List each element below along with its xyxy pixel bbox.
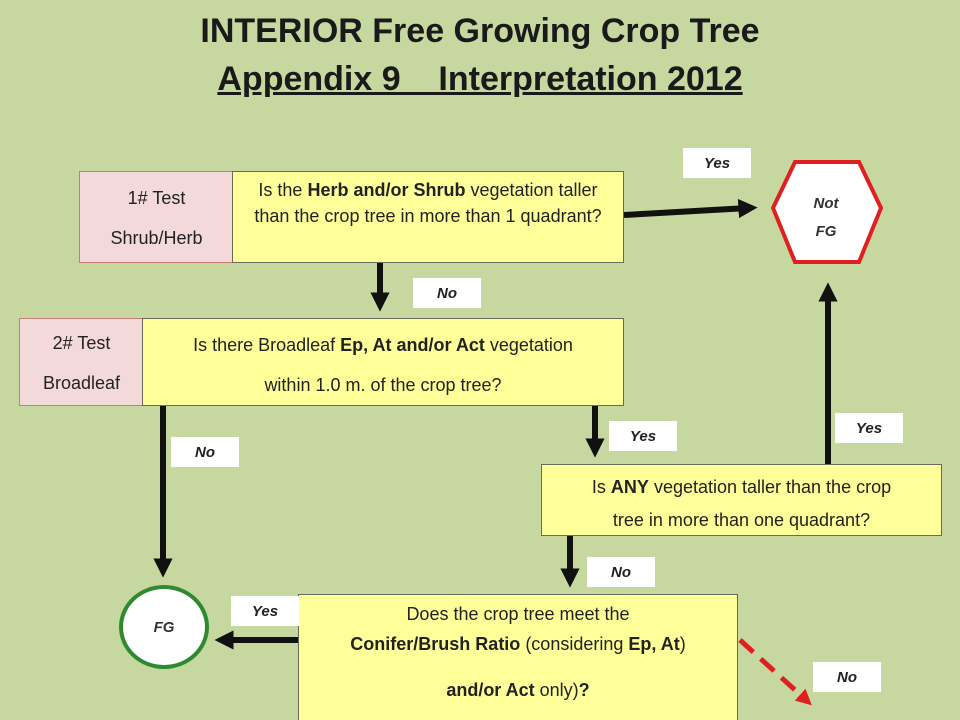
arrow-ratio-no bbox=[738, 638, 812, 706]
test1-question: Is the Herb and/or Shrub vegetation tall… bbox=[232, 171, 624, 263]
ratio-bold2: Ep, At bbox=[628, 634, 680, 654]
any-veg-post: vegetation taller than the crop bbox=[648, 477, 892, 497]
ratio-line1: Does the crop tree meet the bbox=[406, 604, 630, 624]
ratio-mid: (considering bbox=[520, 634, 629, 654]
any-veg-question: Is ANY vegetation taller than the crop t… bbox=[541, 464, 942, 536]
test1-question-pre: Is the bbox=[258, 180, 308, 200]
test2-question-mid: vegetation bbox=[484, 335, 573, 355]
label-yes-any: Yes bbox=[835, 413, 903, 443]
test2-question-bold: Ep, At and/or Act bbox=[340, 335, 485, 355]
label-yes-test2: Yes bbox=[609, 421, 677, 451]
ratio-close-paren: ) bbox=[679, 634, 686, 654]
not-fg-line1: Not bbox=[813, 195, 839, 212]
label-no-test2: No bbox=[171, 437, 239, 467]
arrow-test1-yes bbox=[623, 198, 758, 219]
label-no-ratio: No bbox=[813, 662, 881, 692]
ratio-question: Does the crop tree meet the Conifer/Brus… bbox=[298, 594, 738, 720]
fg-label: FG bbox=[153, 618, 175, 636]
ratio-post: only) bbox=[534, 680, 579, 700]
ratio-bold3: and/or Act bbox=[446, 680, 535, 700]
test1-tag-name: Shrub/Herb bbox=[110, 228, 203, 248]
ratio-end: ? bbox=[578, 680, 590, 700]
test1-tag-number: 1# Test bbox=[127, 188, 186, 208]
any-veg-bold: ANY bbox=[610, 477, 649, 497]
test1-question-post: vegetation taller than the crop tree in … bbox=[254, 180, 602, 226]
not-fg-octagon bbox=[770, 160, 884, 264]
test2-question: Is there Broadleaf Ep, At and/or Act veg… bbox=[142, 318, 624, 406]
not-fg-line2: FG bbox=[815, 223, 837, 240]
label-yes-top: Yes bbox=[683, 148, 751, 178]
any-veg-line2: tree in more than one quadrant? bbox=[612, 510, 871, 530]
label-yes-ratio: Yes bbox=[231, 596, 299, 626]
fg-circle: FG bbox=[119, 585, 209, 669]
label-no-test1: No bbox=[413, 278, 481, 308]
label-no-any: No bbox=[587, 557, 655, 587]
test2-tag: 2# Test Broadleaf bbox=[19, 318, 144, 406]
page-subtitle: Appendix 9 Interpretation 2012 bbox=[217, 60, 743, 98]
page-title: INTERIOR Free Growing Crop Tree bbox=[200, 12, 760, 50]
ratio-bold1: Conifer/Brush Ratio bbox=[350, 634, 521, 654]
any-veg-pre: Is bbox=[591, 477, 611, 497]
test2-tag-number: 2# Test bbox=[52, 333, 111, 353]
test2-question-pre: Is there Broadleaf bbox=[193, 335, 341, 355]
test2-tag-name: Broadleaf bbox=[42, 373, 121, 393]
test1-question-bold: Herb and/or Shrub bbox=[307, 180, 466, 200]
not-fg-label: Not FG bbox=[797, 190, 855, 246]
test1-tag: 1# Test Shrub/Herb bbox=[79, 171, 234, 263]
test2-question-line2: within 1.0 m. of the crop tree? bbox=[264, 375, 502, 395]
